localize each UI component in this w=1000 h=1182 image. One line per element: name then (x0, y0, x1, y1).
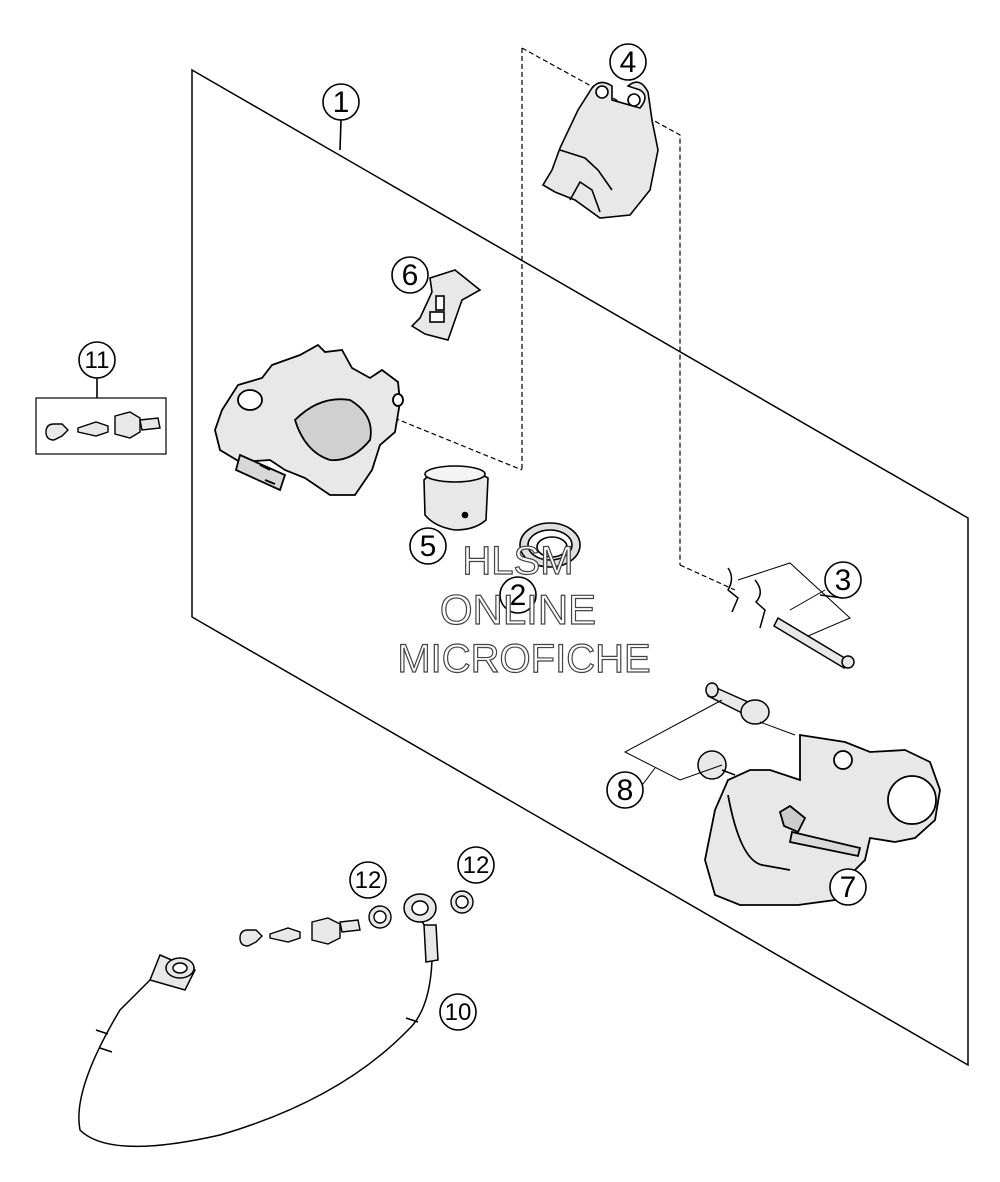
caliper-carrier-part-7[interactable] (704, 733, 941, 906)
callout-label-8: 8 (617, 774, 634, 807)
callout-label-2: 2 (510, 579, 527, 612)
watermark-line-2: ONLINE (440, 586, 596, 633)
callout-circle-121 (349, 861, 387, 899)
callout-circle-2 (499, 576, 537, 614)
callout-circle-3 (824, 561, 862, 599)
bleeder-kit-box-11 (35, 397, 167, 455)
watermark: HLSM ONLINE MICROFICHE (397, 538, 652, 681)
callout-label-7: 7 (840, 871, 857, 904)
callout-label-1: 1 (333, 86, 350, 119)
brake-hose-part-10[interactable] (78, 893, 439, 1148)
hose-bleeder-set[interactable] (239, 917, 361, 947)
seal-ring-part-2[interactable] (519, 522, 581, 568)
callout-label-5: 5 (420, 530, 437, 563)
pin-and-clips-part-3[interactable] (727, 567, 855, 670)
part-3-leader-box (737, 562, 851, 637)
watermark-line-3: MICROFICHE (397, 637, 650, 681)
callout-label-11: 11 (85, 347, 110, 374)
callout-circle-7 (829, 868, 867, 906)
dashed-frame-pads (349, 47, 736, 591)
bleeder-valve-part-11[interactable] (45, 411, 161, 441)
washer-part-12b[interactable] (450, 890, 474, 914)
piston-part-5[interactable] (423, 465, 489, 531)
slide-pins-part-8[interactable] (697, 682, 770, 780)
callout-label-10: 10 (445, 999, 472, 1026)
brake-pads-part-4[interactable] (541, 81, 659, 219)
pad-spring-part-6[interactable] (410, 269, 482, 341)
callout-circle-8 (606, 771, 644, 809)
callout-circle-10 (439, 993, 477, 1031)
callout-label-4: 4 (620, 46, 637, 79)
callout-leader-1 (339, 119, 342, 151)
callout-label-6: 6 (402, 259, 419, 292)
callout-label-3: 3 (835, 564, 852, 597)
callout-circle-11 (78, 341, 116, 379)
washer-part-12a[interactable] (368, 905, 392, 929)
watermark-line-1: HLSM (462, 539, 573, 583)
assembly-frame-1 (191, 68, 969, 1067)
callout-label-121: 12 (355, 867, 382, 894)
brake-caliper-part-1[interactable] (214, 343, 404, 496)
callout-circle-4 (609, 43, 647, 81)
callout-circle-6 (391, 256, 429, 294)
callout-circle-1 (322, 83, 360, 121)
callout-label-122: 12 (463, 852, 490, 879)
callout-circle-122 (457, 846, 495, 884)
callout-circle-5 (409, 527, 447, 565)
